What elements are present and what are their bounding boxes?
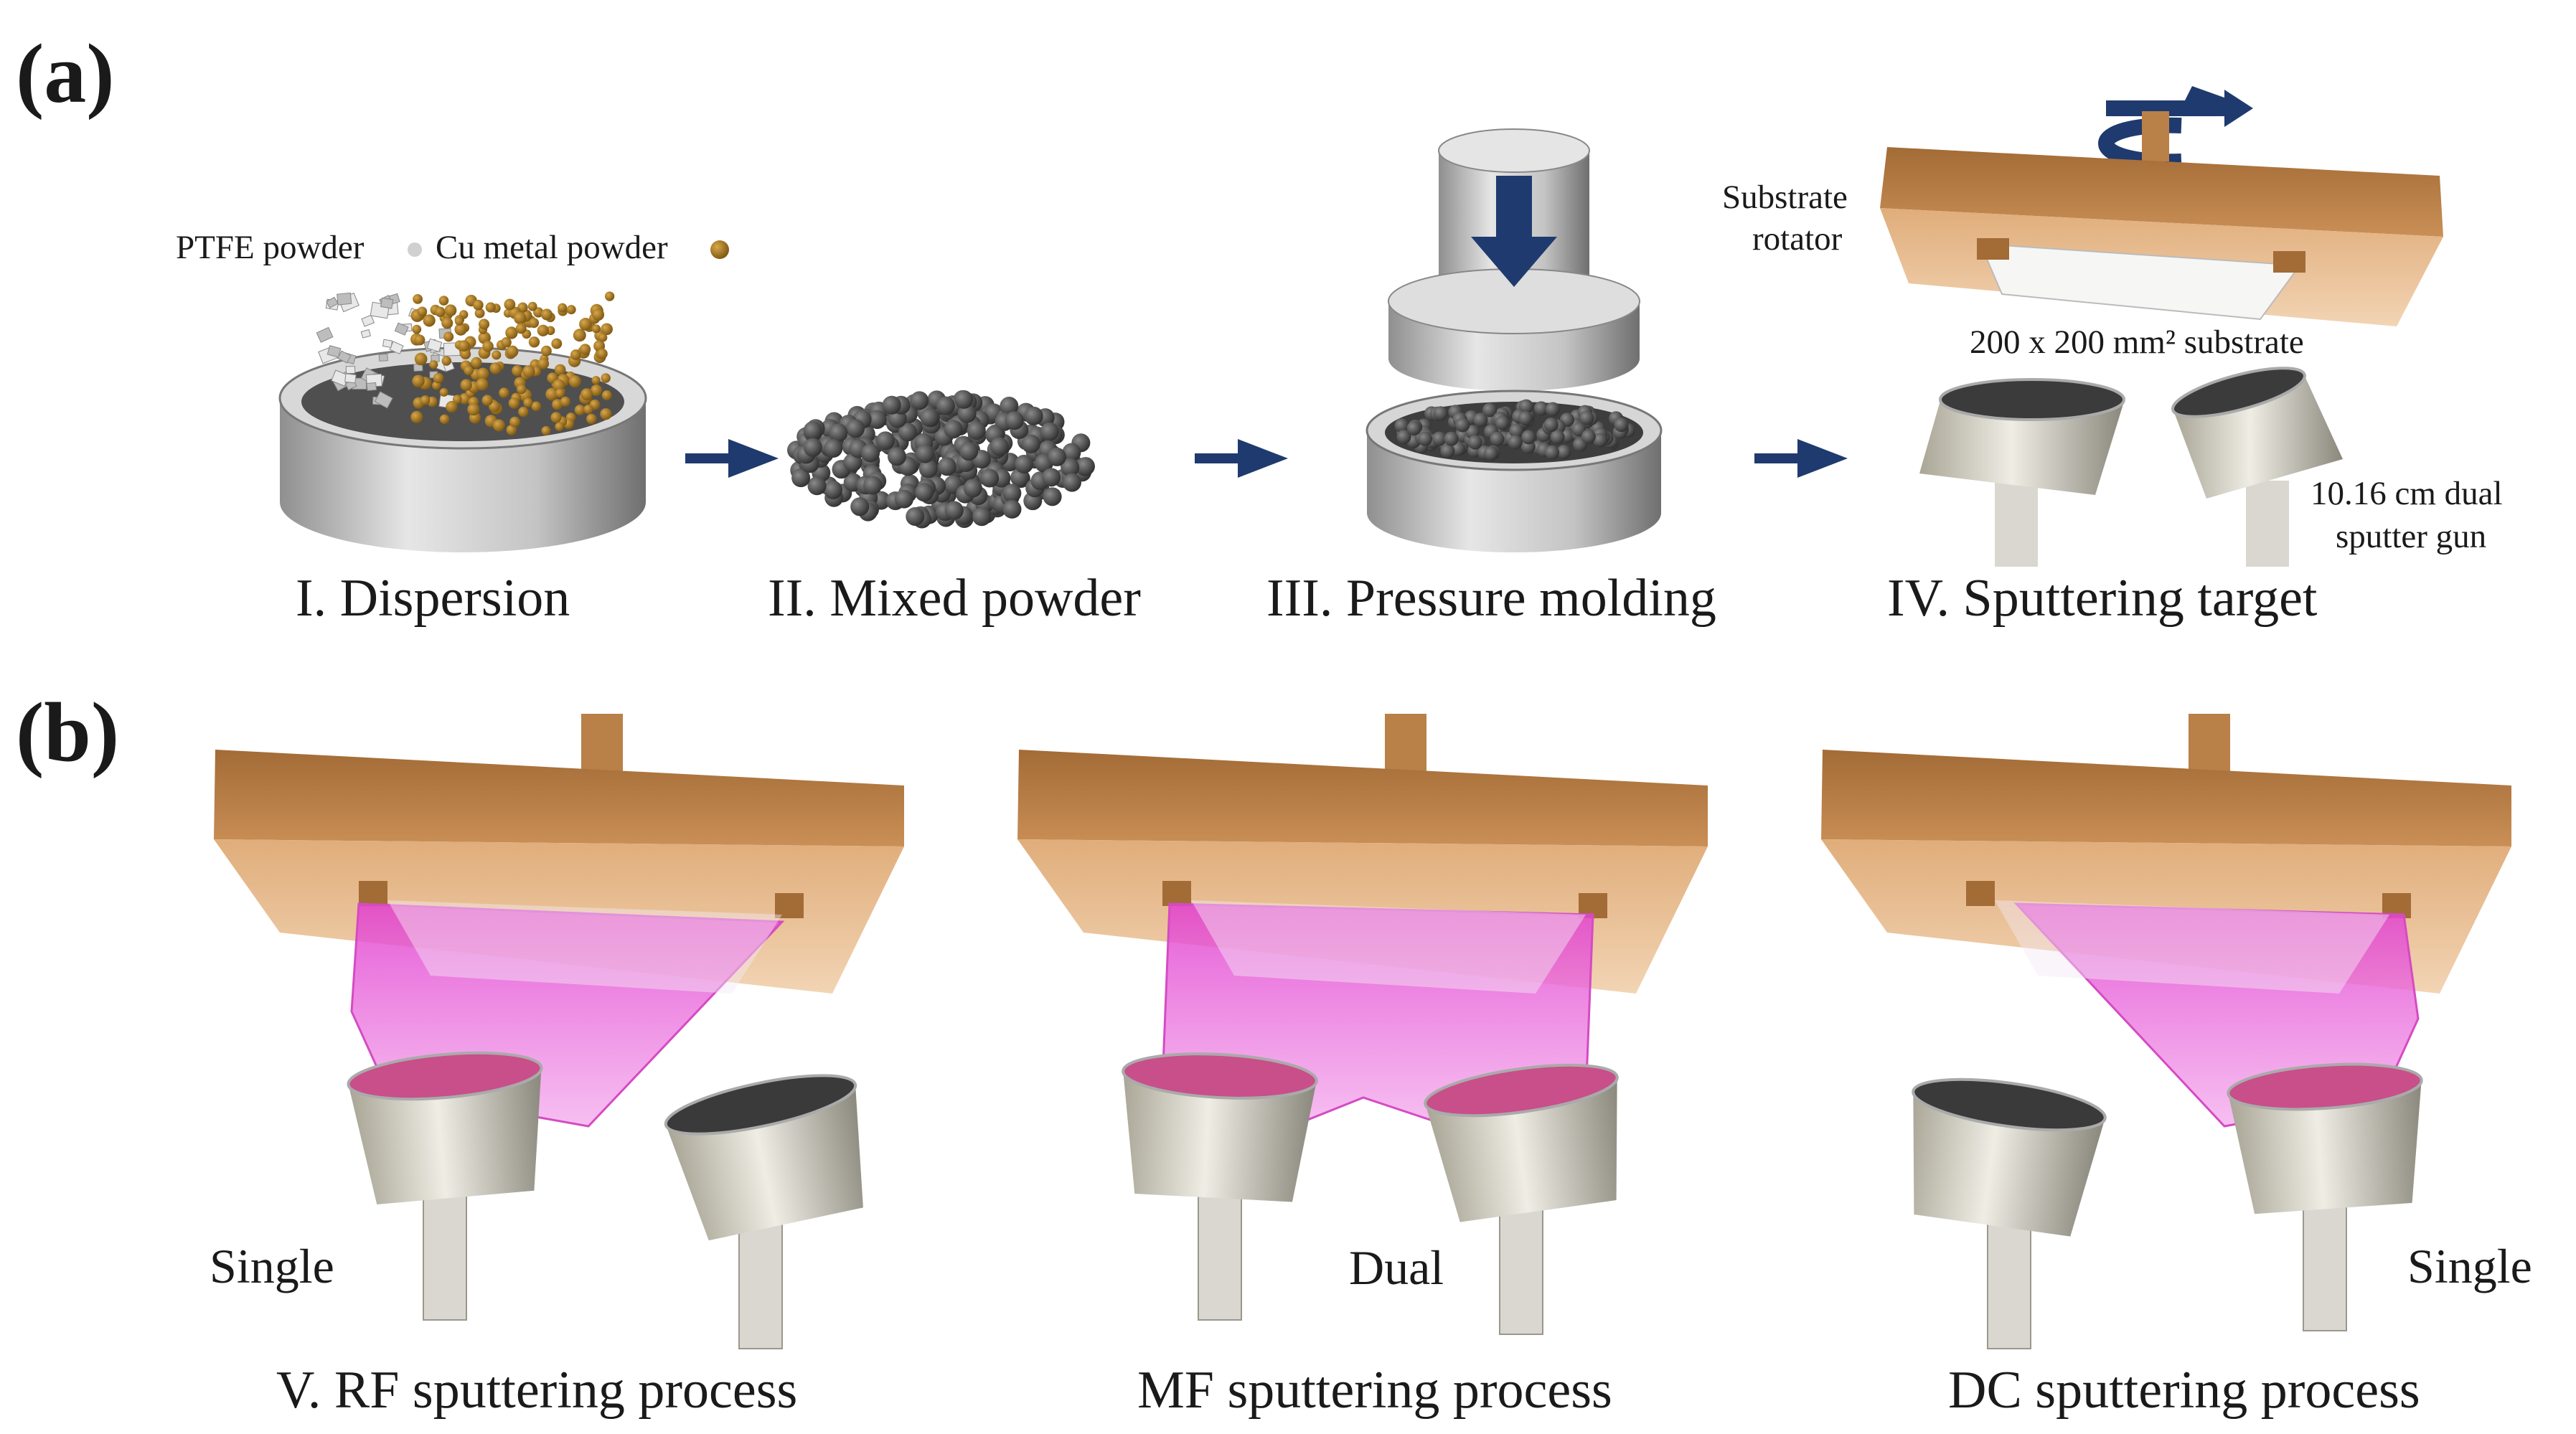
ptfe-swatch-icon: [408, 242, 422, 257]
rotation-arrow-icon: [2098, 86, 2253, 170]
mf-process-caption: MF sputtering process: [1137, 1361, 1612, 1420]
mf-mode-label: Dual: [1349, 1240, 1444, 1295]
rf-chamber: [214, 714, 904, 1349]
mf-chamber: [1017, 714, 1708, 1335]
sputter-gun-left: [1919, 378, 2125, 567]
gun-label-line1: 10.16 cm dual: [2311, 475, 2503, 512]
dc-process-caption: DC sputtering process: [1948, 1361, 2420, 1420]
rotator-label-line1: Substrate: [1722, 179, 1848, 216]
gun-label-line2: sputter gun: [2336, 518, 2486, 555]
legend-cu-label: Cu metal powder: [436, 229, 668, 266]
mixed-powder-pile: [786, 390, 1095, 529]
dc-chamber: [1821, 714, 2511, 1349]
step-3-caption: III. Pressure molding: [1266, 569, 1716, 628]
panel-b-label: (b): [16, 685, 119, 779]
rf-process-caption: V. RF sputtering process: [276, 1361, 797, 1420]
press-down-arrow-icon: [1471, 176, 1557, 287]
sputter-gun-right: [2171, 367, 2343, 567]
rf-mode-label: Single: [210, 1239, 334, 1293]
flow-arrow-3: [1754, 439, 1848, 478]
flow-arrow-1: [685, 439, 779, 478]
step-1-caption: I. Dispersion: [296, 569, 570, 628]
cu-powder-cluster: [410, 291, 615, 435]
step-4-caption: IV. Sputtering target: [1887, 569, 2318, 628]
legend-ptfe-label: PTFE powder: [176, 229, 365, 266]
panel-a-label: (a): [16, 27, 115, 121]
molded-powder: [1394, 399, 1635, 461]
step-2-caption: II. Mixed powder: [768, 569, 1141, 628]
substrate-label: 200 x 200 mm² substrate: [1970, 324, 2304, 361]
rotator-shaft: [2142, 111, 2169, 161]
rotator-label-line2: rotator: [1752, 220, 1843, 258]
flow-arrow-2: [1195, 439, 1288, 478]
substrate-rotator-plate: [1880, 147, 2443, 326]
cu-swatch-icon: [710, 240, 729, 259]
dc-mode-label: Single: [2407, 1239, 2532, 1293]
